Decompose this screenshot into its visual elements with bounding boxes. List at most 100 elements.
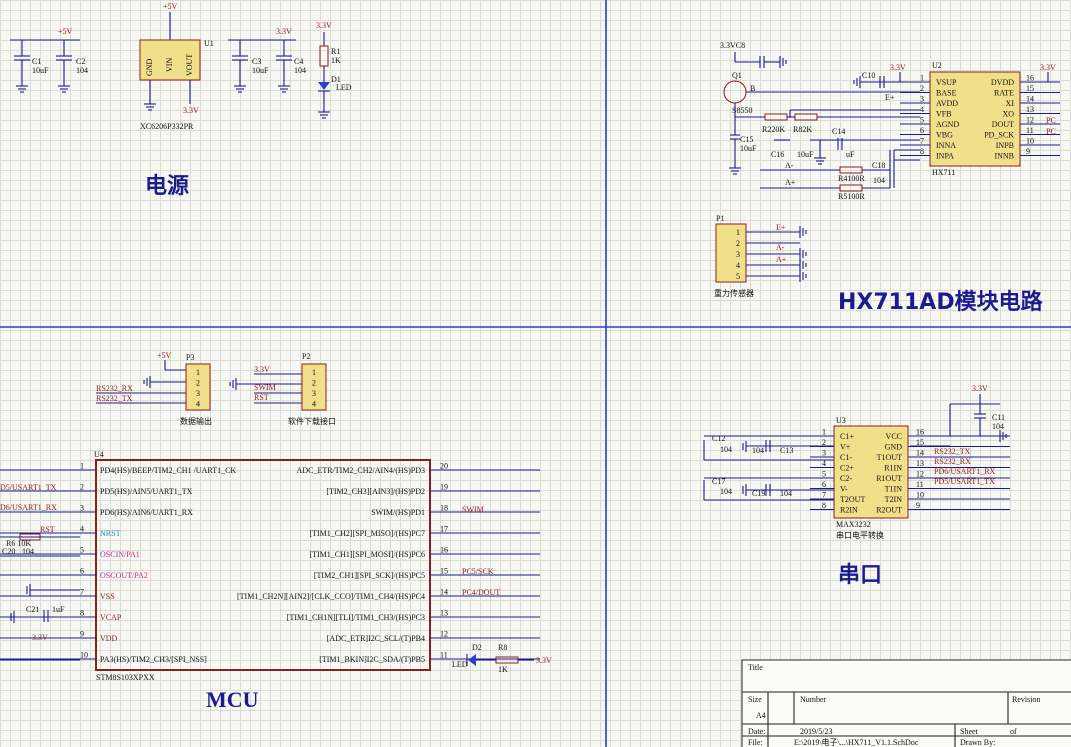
pin-number: 14: [916, 449, 924, 458]
section-title-serial: 串口: [838, 563, 882, 588]
pin-number: 5: [80, 546, 84, 555]
svg-text:PC5/SCK: PC5/SCK: [462, 567, 494, 576]
pin-number: 11: [440, 651, 448, 660]
pin-number: 14: [440, 588, 448, 597]
serial-circuit: 3.3V C11 104 C12 104 104 C13 C17 104 C19…: [703, 384, 1010, 540]
pin-number: 18: [440, 504, 448, 513]
svg-text:LED: LED: [336, 83, 352, 92]
pin-name: BASE: [936, 89, 957, 98]
pin-name: 5: [736, 272, 740, 281]
pin-number: 10: [1026, 137, 1034, 146]
pin-number: 8: [920, 147, 924, 156]
svg-text:C16: C16: [771, 150, 784, 159]
pin-name: 3: [196, 389, 200, 398]
svg-text:104: 104: [294, 66, 306, 75]
pin-name: INNB: [994, 152, 1014, 161]
svg-text:Revision: Revision: [1012, 695, 1040, 704]
svg-text:R6 10K: R6 10K: [6, 539, 31, 548]
svg-text:3.3V: 3.3V: [316, 21, 332, 30]
d1-led: [318, 82, 330, 90]
pin-number: 1: [822, 428, 826, 437]
svg-text:E+: E+: [885, 93, 895, 102]
pin-name: [TIM1_CH2N][AIN2]/[CLK_CCO]/TIM1_CH4/(HS…: [237, 592, 425, 601]
pin-name: R1OUT: [876, 474, 902, 483]
pin-name: [TIM2_CH1][SPI_SCK]/(HS)PC5: [314, 571, 425, 580]
pin-name: XO: [1002, 110, 1014, 119]
svg-text:104: 104: [720, 487, 732, 496]
svg-text:2019/5/23: 2019/5/23: [800, 727, 832, 736]
svg-text:3.3V: 3.3V: [32, 633, 48, 642]
max3232-right-pins: 16VCC15GND14T1OUT13R1IN12R1OUT11T1IN10T2…: [876, 428, 1010, 515]
svg-text:3.3V: 3.3V: [276, 27, 292, 36]
svg-text:104: 104: [873, 176, 885, 185]
svg-text:SWIM: SWIM: [462, 505, 484, 514]
p3-connector: [185, 363, 211, 411]
pin-name: VSS: [100, 592, 115, 601]
pin-name: [TIM1_CH1][SPI_MOSI]/(HS)PC6: [309, 550, 425, 559]
svg-text:1uF: 1uF: [52, 605, 65, 614]
svg-text:C10: C10: [862, 71, 875, 80]
svg-text:RS232_TX: RS232_TX: [934, 447, 971, 456]
pin-number: 13: [440, 609, 448, 618]
svg-text:P1: P1: [716, 214, 724, 223]
pin-name: 1: [736, 228, 740, 237]
pin-name: T2OUT: [840, 495, 865, 504]
pin-number: 16: [1026, 74, 1034, 83]
svg-text:U4: U4: [94, 450, 104, 459]
svg-text:STM8S103XPXX: STM8S103XPXX: [96, 673, 155, 682]
pin-name: [TIM1_CH2][SPI_MISO]/(HS)PC7: [309, 529, 425, 538]
svg-text:P3: P3: [186, 353, 194, 362]
pin-name: 2: [196, 379, 200, 388]
pin-name: 4: [736, 261, 740, 270]
svg-text:uF: uF: [846, 150, 855, 159]
svg-text:Drawn By:: Drawn By:: [960, 738, 995, 747]
pin-name: [TIM1_CH1N][TLI]/TIM1_CH3/(HS)PC3: [287, 613, 425, 622]
svg-text:3.3V: 3.3V: [254, 365, 270, 374]
svg-text:10uF: 10uF: [797, 150, 814, 159]
pin-name: VDD: [100, 634, 118, 643]
svg-text:D2: D2: [472, 643, 482, 652]
power-circuit: +5V C1 10uF C2 104 +5V U1 GND VIN VOUT 3…: [10, 2, 352, 131]
svg-text:C17: C17: [712, 477, 725, 486]
pin-name: VCAP: [100, 613, 122, 622]
pin-number: 13: [1026, 105, 1034, 114]
pin-number: 15: [440, 567, 448, 576]
r1-resistor: [319, 45, 329, 67]
svg-text:RS232_TX: RS232_TX: [96, 394, 133, 403]
pin-name: NRST: [100, 529, 121, 538]
pin-name: 2: [736, 239, 740, 248]
svg-text:A4: A4: [756, 711, 766, 720]
power-5v-label: +5V: [58, 27, 73, 36]
svg-text:LED: LED: [452, 660, 468, 669]
svg-text:SWIM: SWIM: [254, 383, 276, 392]
svg-text:R8: R8: [498, 643, 507, 652]
pin-number: 4: [822, 459, 826, 468]
svg-text:C12: C12: [712, 434, 725, 443]
pin-number: 9: [1026, 147, 1030, 156]
pin-name: PA3(HS)/TIM2_CH3/[SPI_NSS]: [100, 655, 207, 664]
svg-text:104: 104: [720, 445, 732, 454]
pin-number: 6: [920, 126, 924, 135]
d2-led: [468, 654, 476, 666]
svg-text:数据输出: 数据输出: [180, 416, 212, 426]
pin-name: PD5(HS)/AIN5/UART1_TX: [100, 487, 193, 496]
pin-number: 3: [822, 449, 826, 458]
svg-text:VOUT: VOUT: [185, 54, 194, 76]
svg-text:3.3V: 3.3V: [536, 656, 552, 665]
p1-connector: [715, 223, 747, 283]
pin-number: 16: [440, 546, 448, 555]
pin-number: 14: [1026, 95, 1034, 104]
pin-number: 5: [920, 116, 924, 125]
section-title-power: 电源: [145, 174, 189, 199]
pin-name: [TIM1_BKIN]I2C_SDA/(T)PB5: [319, 655, 425, 664]
pin-name: OSCIN/PA1: [100, 550, 140, 559]
svg-text:PC: PC: [1046, 127, 1056, 136]
svg-text:P2: P2: [302, 352, 310, 361]
svg-text:+5V: +5V: [157, 351, 172, 360]
pin-number: 3: [920, 95, 924, 104]
svg-text:1K: 1K: [498, 665, 508, 674]
pin-number: 9: [80, 630, 84, 639]
svg-text:D5/USART1_TX: D5/USART1_TX: [0, 483, 57, 492]
